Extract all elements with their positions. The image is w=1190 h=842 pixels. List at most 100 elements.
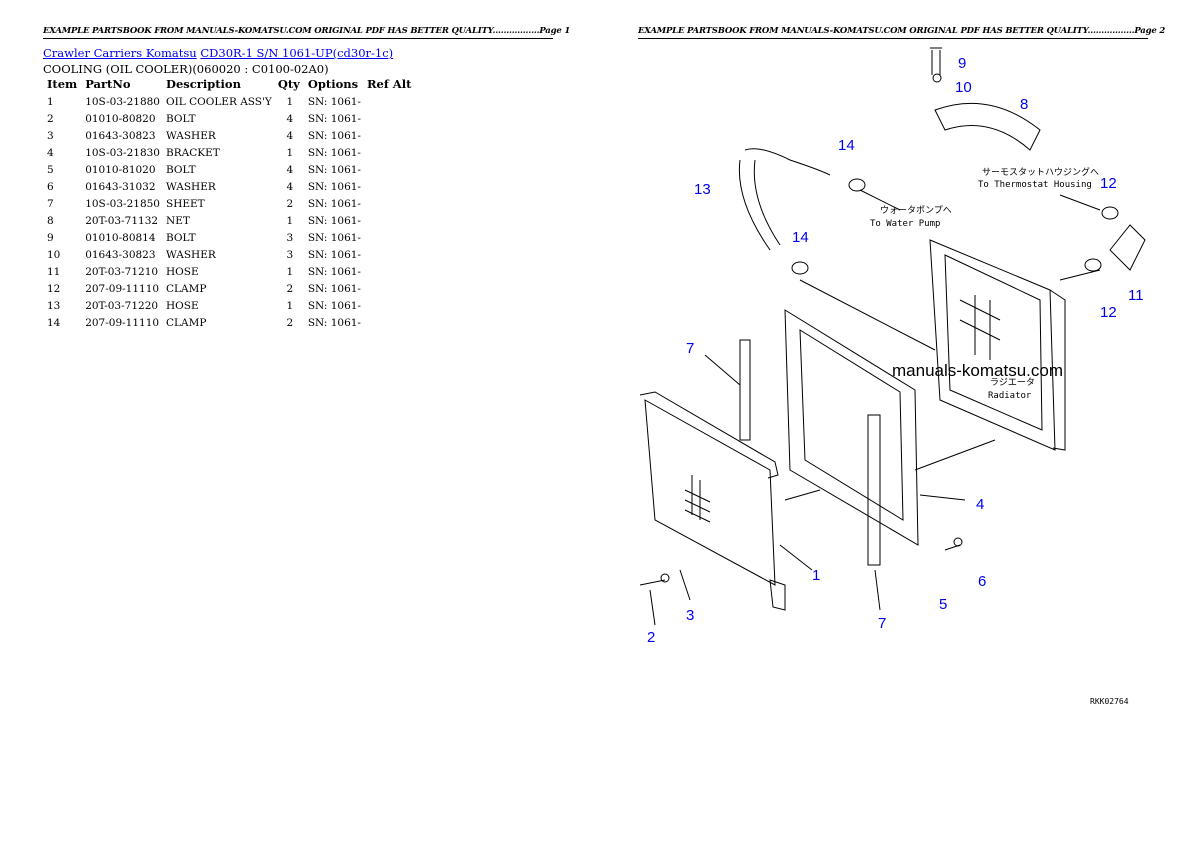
cell-description: OIL COOLER ASS'Y: [166, 95, 272, 108]
cell-qty: 4: [286, 180, 294, 193]
cell-description: BRACKET: [166, 146, 220, 159]
cell-options: SN: 1061-: [307, 180, 361, 193]
cell-options: SN: 1061-: [307, 265, 361, 278]
cell-partno: 207-09-11110: [85, 282, 160, 295]
cell-description: NET: [166, 214, 190, 227]
column-header: Options: [307, 77, 359, 91]
cell-options: SN: 1061-: [307, 248, 361, 261]
diagram-drawing: [639, 47, 1146, 626]
callout-13: 13: [694, 181, 711, 198]
column-header: Qty: [277, 77, 300, 91]
table-row: 4 10S-03-21830 BRACKET 1 SN: 1061-: [43, 144, 415, 161]
cell-qty: 2: [286, 316, 294, 329]
callout-4: 4: [976, 496, 984, 513]
cell-options: SN: 1061-: [307, 112, 361, 125]
cell-item: 11: [47, 265, 61, 278]
table-row: 12 207-09-11110 CLAMP 2 SN: 1061-: [43, 280, 415, 297]
cell-qty: 2: [286, 197, 294, 210]
page2-header: EXAMPLE PARTSBOOK FROM MANUALS-KOMATSU.C…: [638, 26, 1165, 39]
cell-options: SN: 1061-: [307, 146, 361, 159]
cell-qty: 1: [286, 265, 294, 278]
callout-9: 9: [958, 55, 966, 72]
callout-2: 2: [647, 629, 655, 646]
column-header: Description: [166, 77, 241, 91]
column-header: Item: [47, 77, 78, 91]
callout-7: 7: [878, 615, 886, 632]
watermark: manuals-komatsu.com: [892, 361, 1063, 380]
cell-item: 10: [47, 248, 61, 261]
cell-item: 8: [47, 214, 54, 227]
callout-8: 8: [1020, 96, 1028, 113]
cell-item: 4: [47, 146, 54, 159]
note-radiator-en: Radiator: [988, 391, 1032, 401]
section-title: COOLING (OIL COOLER)(060020 : C0100-02A0…: [43, 62, 329, 76]
cell-partno: 10S-03-21850: [85, 197, 160, 210]
cell-partno: 10S-03-21830: [85, 146, 160, 159]
table-header: Item PartNo Description Qty Options Ref Alt: [43, 77, 415, 93]
cell-qty: 4: [286, 163, 294, 176]
page1-header: EXAMPLE PARTSBOOK FROM MANUALS-KOMATSU.C…: [43, 26, 570, 39]
cell-options: SN: 1061-: [307, 129, 361, 142]
cell-partno: 10S-03-21880: [85, 95, 160, 108]
cell-partno: 01643-31032: [85, 180, 156, 193]
callout-10: 10: [955, 79, 972, 96]
callout-3: 3: [686, 607, 694, 624]
cell-partno: 01643-30823: [85, 129, 156, 142]
cell-item: 2: [47, 112, 54, 125]
cell-item: 9: [47, 231, 54, 244]
cell-options: SN: 1061-: [307, 316, 361, 329]
cell-item: 6: [47, 180, 54, 193]
note-water-jp: ウォータポンプへ: [880, 205, 952, 216]
note-radiator-jp: ラジエータ: [990, 377, 1035, 388]
cell-description: WASHER: [166, 248, 216, 261]
cell-partno: 20T-03-71220: [85, 299, 159, 312]
breadcrumb: Crawler Carriers Komatsu CD30R-1 S/N 106…: [43, 46, 393, 60]
callout-14: 14: [792, 229, 809, 246]
cell-item: 1: [47, 95, 54, 108]
cell-qty: 2: [286, 282, 294, 295]
cell-qty: 3: [286, 231, 294, 244]
link-crawler-carriers[interactable]: Crawler Carriers Komatsu: [43, 46, 197, 60]
cell-item: 13: [47, 299, 61, 312]
cell-partno: 20T-03-71210: [85, 265, 159, 278]
cell-qty: 1: [286, 214, 294, 227]
callout-14: 14: [838, 137, 855, 154]
cell-item: 12: [47, 282, 61, 295]
cell-options: SN: 1061-: [307, 197, 361, 210]
callout-5: 5: [939, 596, 947, 613]
cell-options: SN: 1061-: [307, 214, 361, 227]
cell-options: SN: 1061-: [307, 299, 361, 312]
cell-options: SN: 1061-: [307, 282, 361, 295]
callout-12: 12: [1100, 175, 1117, 192]
link-model[interactable]: CD30R-1 S/N 1061-UP(cd30r-1c): [200, 46, 394, 60]
cell-options: SN: 1061-: [307, 231, 361, 244]
cell-item: 3: [47, 129, 54, 142]
cell-qty: 1: [286, 146, 294, 159]
note-thermo-jp: サーモスタットハウジングへ: [982, 166, 1099, 178]
cell-description: WASHER: [166, 180, 216, 193]
cell-description: BOLT: [166, 231, 196, 244]
column-header: Ref Alt: [366, 77, 412, 91]
cell-description: HOSE: [166, 299, 199, 312]
cell-partno: 207-09-11110: [85, 316, 160, 329]
column-header: PartNo: [85, 77, 131, 91]
cell-description: CLAMP: [166, 282, 207, 295]
cell-options: SN: 1061-: [307, 95, 361, 108]
cell-item: 5: [47, 163, 54, 176]
cell-item: 14: [47, 316, 61, 329]
cell-partno: 01010-80820: [85, 112, 156, 125]
note-water-en: To Water Pump: [870, 219, 940, 229]
callout-12: 12: [1100, 304, 1117, 321]
cell-partno: 01643-30823: [85, 248, 156, 261]
cell-qty: 4: [286, 129, 294, 142]
